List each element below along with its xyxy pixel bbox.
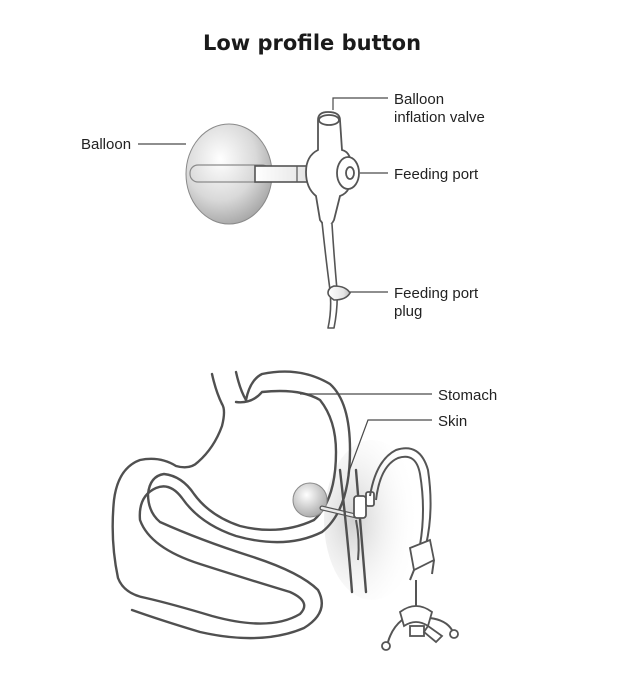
stomach-wall-inner — [130, 389, 338, 640]
leader-inflation-valve — [332, 97, 388, 110]
y-port-hub — [398, 605, 434, 628]
label-balloon-inflation-valve-2: inflation valve — [394, 109, 485, 126]
feeding-port-plug — [327, 285, 351, 301]
label-balloon: Balloon — [81, 136, 131, 153]
label-feeding-port-plug-1: Feeding port — [394, 285, 479, 302]
extension-tube — [369, 447, 432, 546]
abdominal-wall-inner — [338, 468, 354, 594]
abdominal-wall-outer — [354, 468, 368, 594]
leader-skin — [347, 419, 432, 475]
label-stomach: Stomach — [438, 387, 497, 404]
esophagus-left — [210, 372, 224, 406]
plug-strap — [321, 221, 338, 329]
valve-body — [305, 111, 353, 227]
label-skin: Skin — [438, 413, 467, 430]
button-on-skin — [353, 495, 367, 519]
port-right — [429, 617, 453, 631]
skin-shading — [324, 440, 420, 600]
page-title: Low profile button — [203, 31, 421, 55]
stomach-wall-outer — [111, 370, 352, 625]
label-balloon-inflation-valve-1: Balloon — [394, 91, 444, 108]
label-feeding-port: Feeding port — [394, 166, 479, 183]
label-feeding-port-plug-2: plug — [394, 303, 422, 320]
feeding-port-opening — [345, 166, 355, 180]
extension-tube-inner — [375, 455, 424, 546]
esophagus-right — [234, 370, 248, 402]
stomach-anatomy-illustration — [111, 370, 459, 651]
port-middle — [409, 625, 425, 637]
balloon-inflation-valve — [318, 114, 340, 126]
button-device-illustration — [185, 111, 360, 329]
port-left — [387, 619, 403, 643]
balloon-in-stomach — [292, 482, 328, 518]
